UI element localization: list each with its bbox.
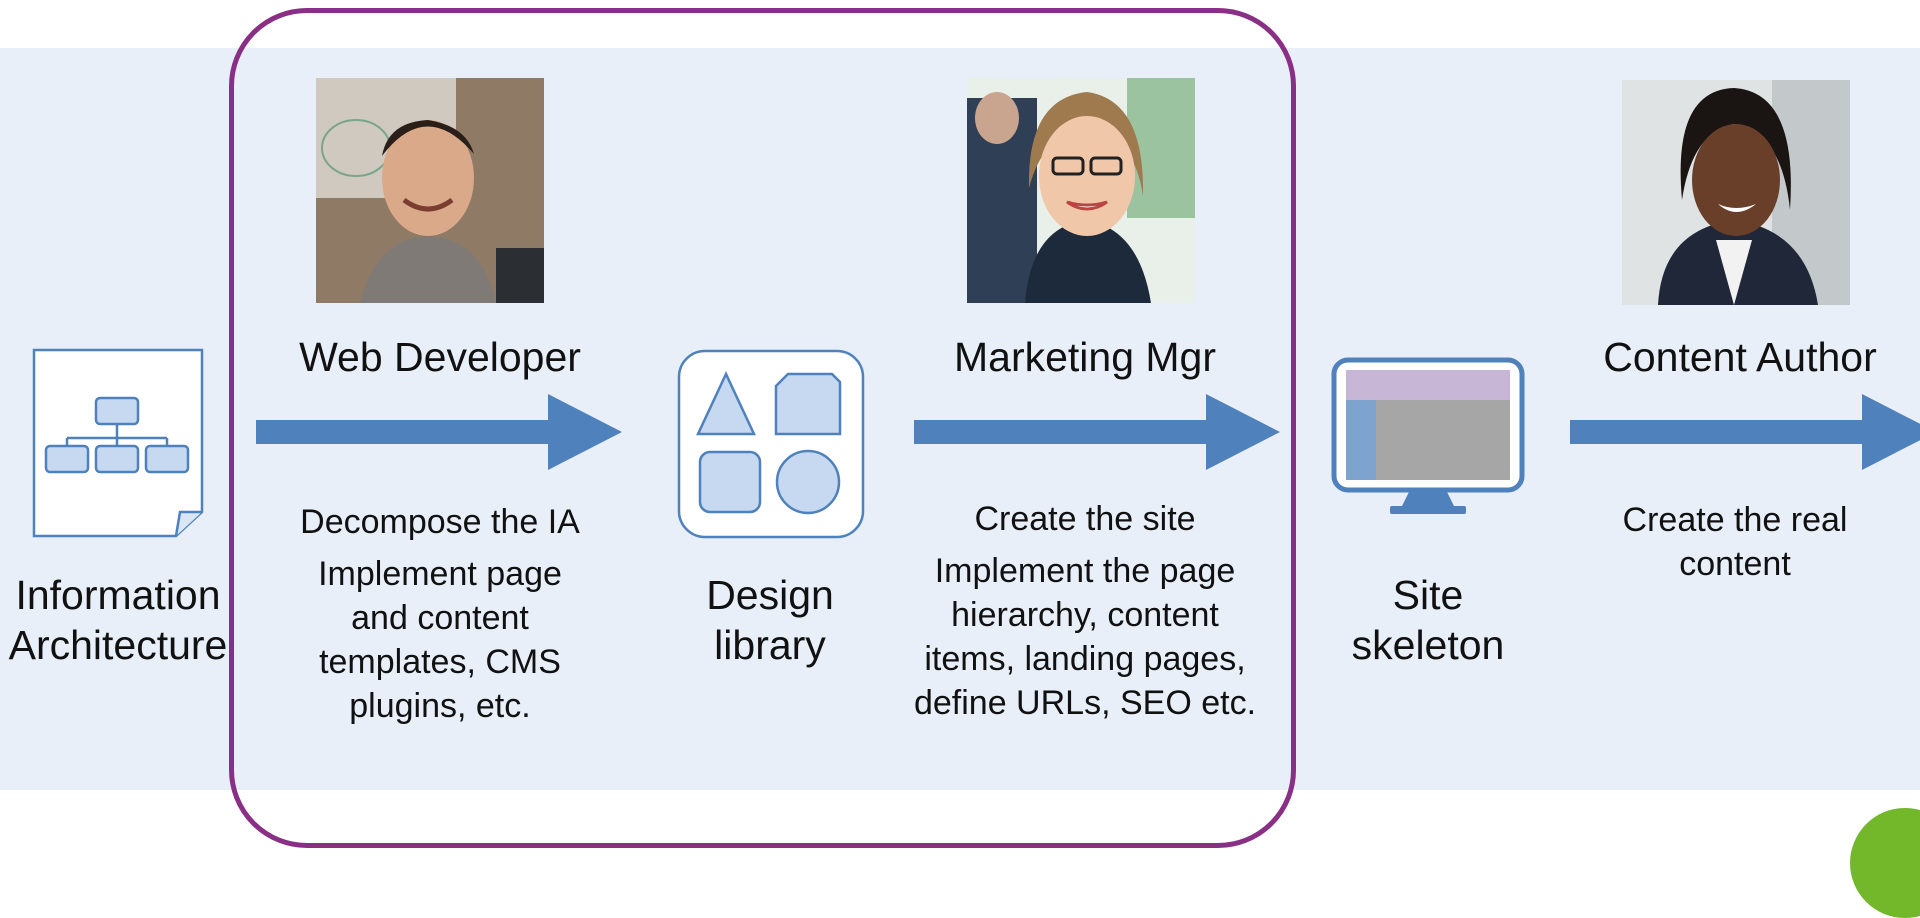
marketing-manager-task-2: Implement the page hierarchy, content it… (913, 552, 1257, 722)
content-author-task-1: Create the real content (1622, 501, 1848, 583)
arrow-to-site-skeleton (914, 394, 1280, 470)
content-author-role: Content Author (1603, 334, 1877, 380)
shapes-library-icon (677, 349, 865, 539)
arrow-to-next-step (1570, 394, 1920, 470)
design-library-label: Design library (706, 572, 834, 668)
org-chart-document-icon (32, 348, 204, 538)
green-badge-icon (1850, 808, 1920, 918)
site-skeleton-label: Site skeleton (1351, 572, 1505, 668)
monitor-skeleton-icon (1331, 357, 1525, 514)
content-author-photo (1622, 80, 1850, 305)
web-developer-role: Web Developer (299, 334, 581, 380)
marketing-manager-role: Marketing Mgr (953, 334, 1216, 380)
marketing-manager-photo (967, 78, 1195, 303)
web-developer-photo (316, 78, 544, 303)
arrow-to-design-library (256, 394, 622, 470)
information-architecture-label: Information Architecture (8, 572, 228, 668)
marketing-manager-task-1: Create the site (974, 500, 1196, 538)
highlight-frame (229, 8, 1296, 848)
web-developer-task-2: Implement page and content templates, CM… (318, 555, 562, 725)
web-developer-task-1: Decompose the IA (300, 503, 580, 541)
